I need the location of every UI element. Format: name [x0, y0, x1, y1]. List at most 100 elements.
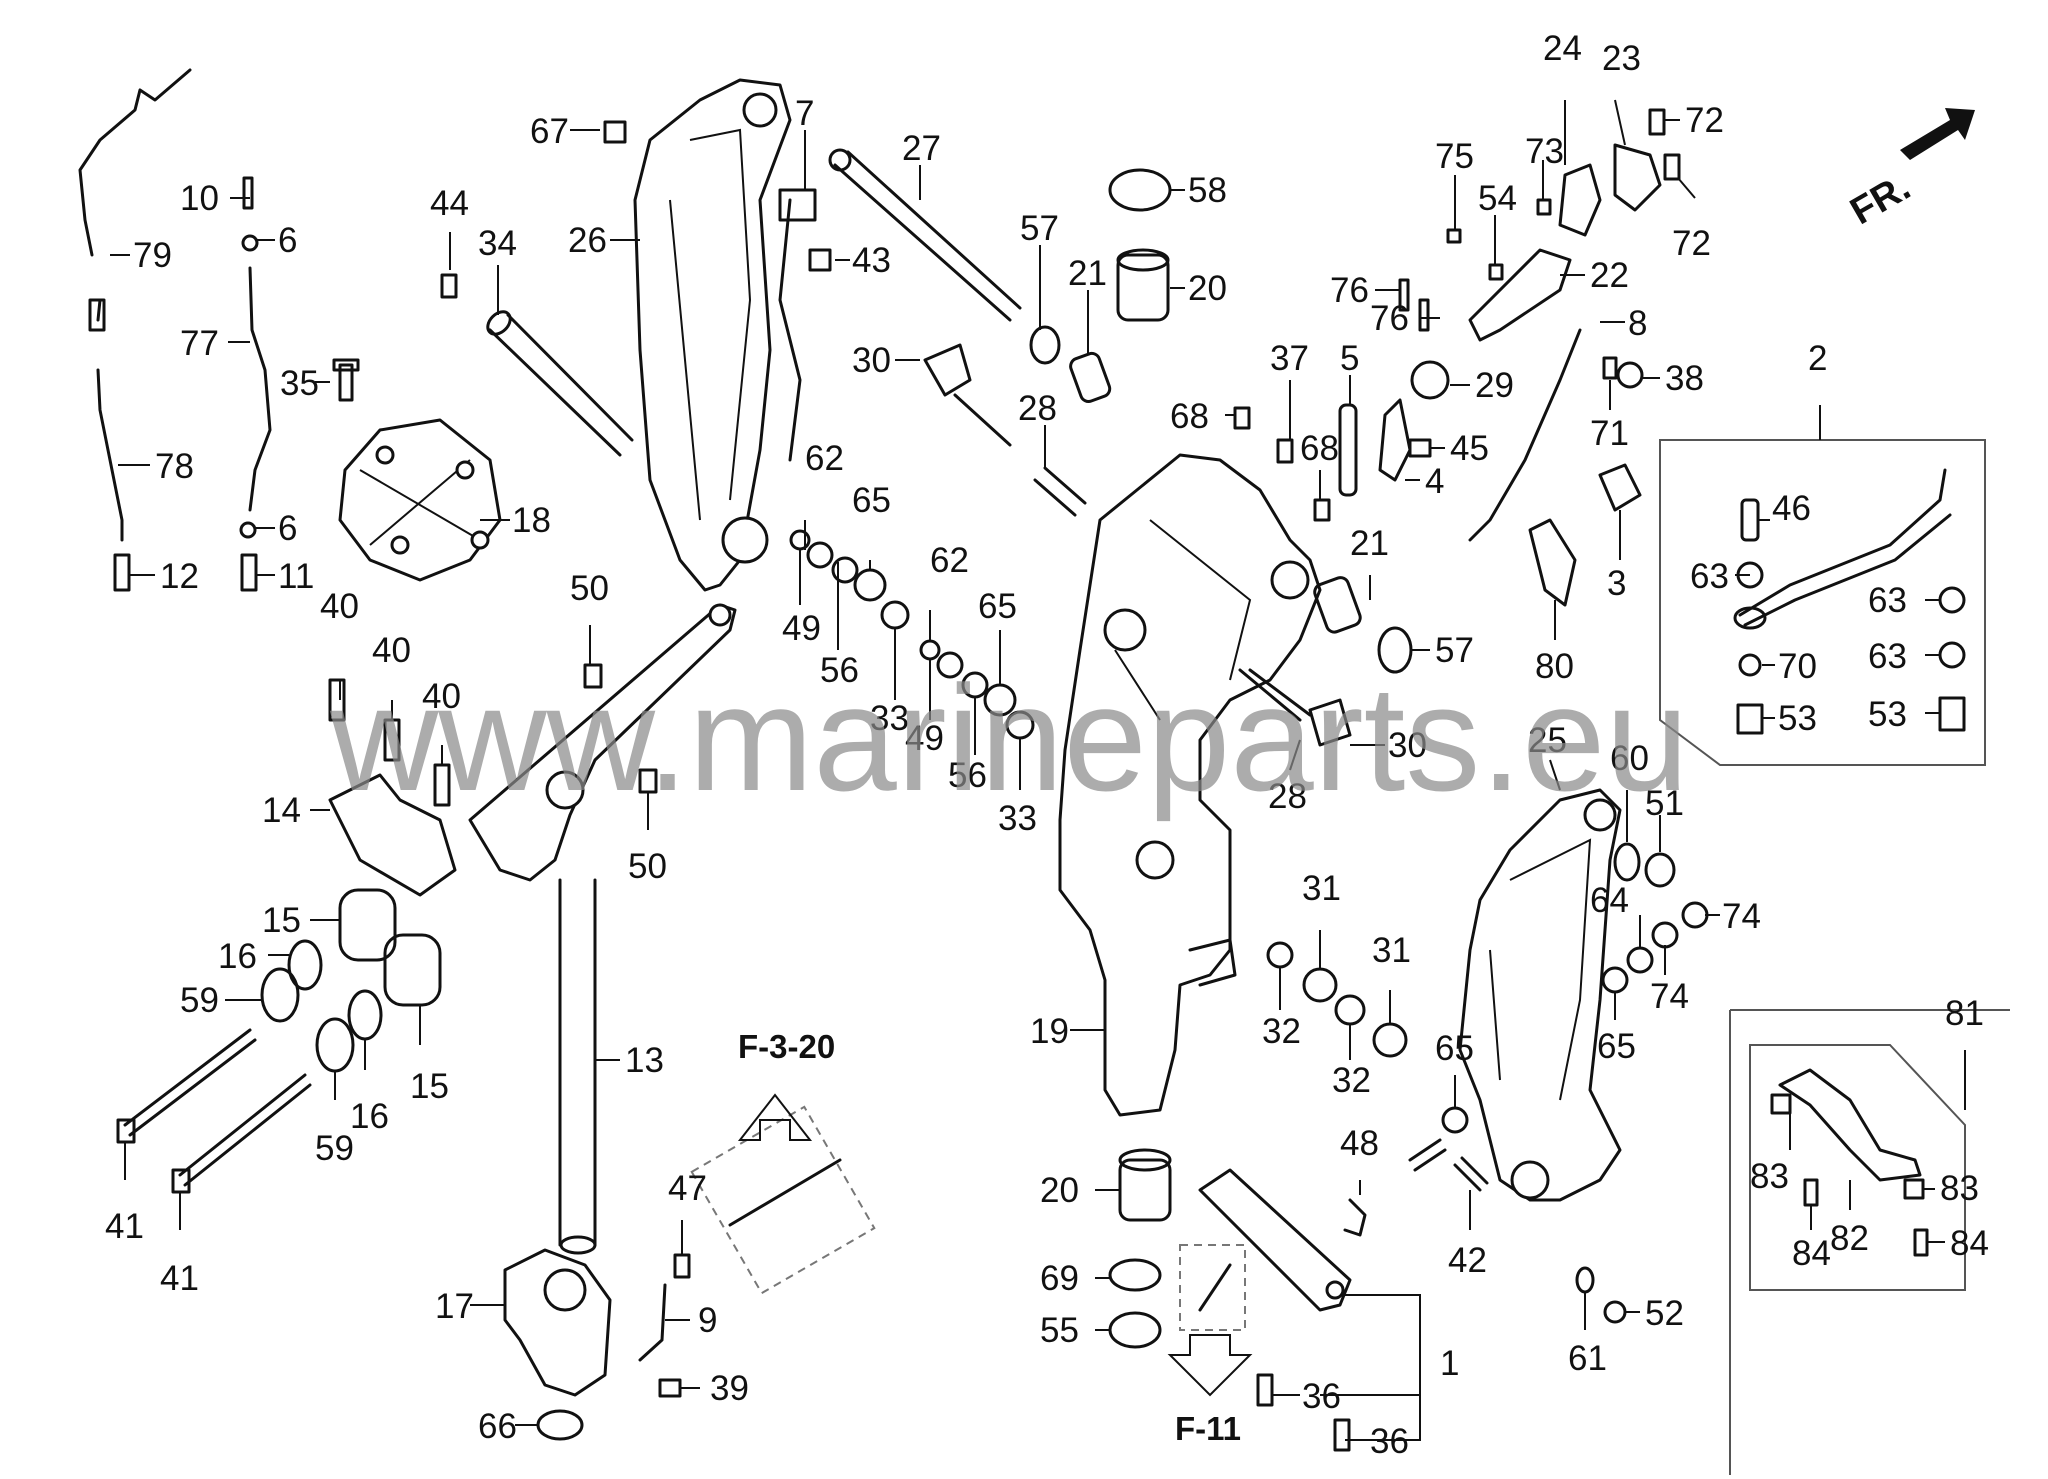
holder-17	[503, 1248, 612, 1397]
bolt-68a	[1233, 406, 1251, 430]
callout-80: 80	[1535, 647, 1574, 686]
washer-32b	[1334, 994, 1366, 1026]
bushing-20a	[1116, 248, 1170, 322]
callout-63a: 63	[1690, 557, 1729, 596]
clamp-23	[1613, 143, 1662, 212]
callout-2: 2	[1808, 339, 1827, 378]
callout-47: 47	[668, 1169, 707, 1208]
callout-78: 78	[155, 447, 194, 486]
bolt-36a	[1256, 1373, 1274, 1407]
washer-16b	[347, 989, 383, 1041]
callout-79: 79	[133, 236, 172, 275]
callout-66: 66	[478, 1407, 517, 1446]
wire-9	[638, 1283, 667, 1362]
callout-52: 52	[1645, 1294, 1684, 1333]
fitting-11	[240, 553, 258, 592]
callout-64: 64	[1590, 881, 1629, 920]
bolt-44	[440, 273, 458, 299]
bolt-68b	[1313, 498, 1331, 522]
pin-28a	[1033, 466, 1087, 517]
ring-58	[1108, 168, 1172, 212]
callout-44: 44	[430, 184, 469, 223]
pin-28b	[1238, 668, 1302, 722]
washer-59a	[260, 967, 300, 1023]
nut-74a	[1681, 901, 1709, 929]
callout-62b: 62	[930, 541, 969, 580]
bushing-21b	[1313, 576, 1362, 634]
callout-7: 7	[795, 94, 814, 133]
clamp-3	[1598, 463, 1642, 512]
callout-76b: 76	[1370, 299, 1409, 338]
cable-8	[1468, 328, 1582, 542]
ring-69	[1108, 1258, 1162, 1292]
callout-43: 43	[852, 241, 891, 280]
bracket-25	[1458, 788, 1622, 1202]
band-80	[1528, 518, 1577, 607]
callout-32b: 32	[1332, 1061, 1371, 1100]
harness-7	[778, 188, 817, 462]
callout-17: 17	[435, 1287, 474, 1326]
callout-58: 58	[1188, 171, 1227, 210]
callout-54: 54	[1478, 179, 1517, 218]
spacer-31b	[1372, 1022, 1408, 1058]
clip-29	[1410, 360, 1450, 400]
callout-65b: 65	[978, 587, 1017, 626]
callout-73: 73	[1525, 132, 1564, 171]
callout-20b: 20	[1040, 1171, 1079, 1210]
callout-11: 11	[278, 557, 314, 596]
callout-74b: 74	[1650, 977, 1689, 1016]
bolt-35	[332, 358, 360, 402]
bolt-41b	[171, 1073, 312, 1194]
pin-76b	[1418, 298, 1430, 332]
bolt-71	[1602, 356, 1618, 380]
callout-84b: 84	[1950, 1224, 1989, 1263]
mount-15a	[338, 888, 397, 962]
bolt-47	[673, 1253, 691, 1279]
bolt-43	[808, 248, 832, 272]
callout-50b: 50	[628, 847, 667, 886]
callout-49a: 49	[782, 609, 821, 648]
ring-55	[1108, 1311, 1162, 1349]
clip-48b	[1343, 1198, 1367, 1237]
callout-48: 48	[1340, 1124, 1379, 1163]
callout-72b: 72	[1672, 224, 1711, 263]
clamp-14	[328, 773, 457, 897]
callout-9: 9	[698, 1301, 717, 1340]
bolt-73	[1536, 198, 1552, 216]
callout-77: 77	[180, 324, 219, 363]
callout-40c: 40	[422, 677, 461, 716]
pin-42	[1453, 1156, 1489, 1192]
callout-65a: 65	[852, 481, 891, 520]
callout-8: 8	[1628, 304, 1647, 343]
callout-59b: 59	[315, 1129, 354, 1168]
nut-38	[1616, 361, 1644, 389]
steering-arm-13	[468, 603, 737, 1255]
callout-34: 34	[478, 224, 517, 263]
callout-18: 18	[512, 501, 551, 540]
callout-6a: 6	[278, 221, 297, 260]
spring-48	[1408, 1138, 1447, 1172]
callout-4: 4	[1425, 462, 1444, 501]
callout-74a: 74	[1722, 897, 1761, 936]
ring-66	[536, 1409, 584, 1441]
callout-41a: 41	[105, 1207, 144, 1246]
hose-77	[248, 266, 272, 512]
callout-50a: 50	[570, 569, 609, 608]
mount-15b	[383, 933, 442, 1007]
bracket-22	[1468, 248, 1572, 342]
callout-82: 82	[1830, 1219, 1869, 1258]
callout-83b: 83	[1940, 1169, 1979, 1208]
callout-6b: 6	[278, 509, 297, 548]
clamp-24	[1558, 163, 1602, 237]
callout-75: 75	[1435, 137, 1474, 176]
callout-19: 19	[1030, 1012, 1069, 1051]
callout-31a: 31	[1302, 869, 1341, 908]
callout-46: 46	[1772, 489, 1811, 528]
bushing-20b	[1118, 1148, 1172, 1222]
bracket-26	[633, 78, 792, 592]
pin-30a	[923, 343, 1012, 447]
callout-29: 29	[1475, 366, 1514, 405]
bolt-50a	[583, 663, 603, 689]
callout-39: 39	[710, 1369, 749, 1408]
callout-28b: 28	[1268, 777, 1307, 816]
